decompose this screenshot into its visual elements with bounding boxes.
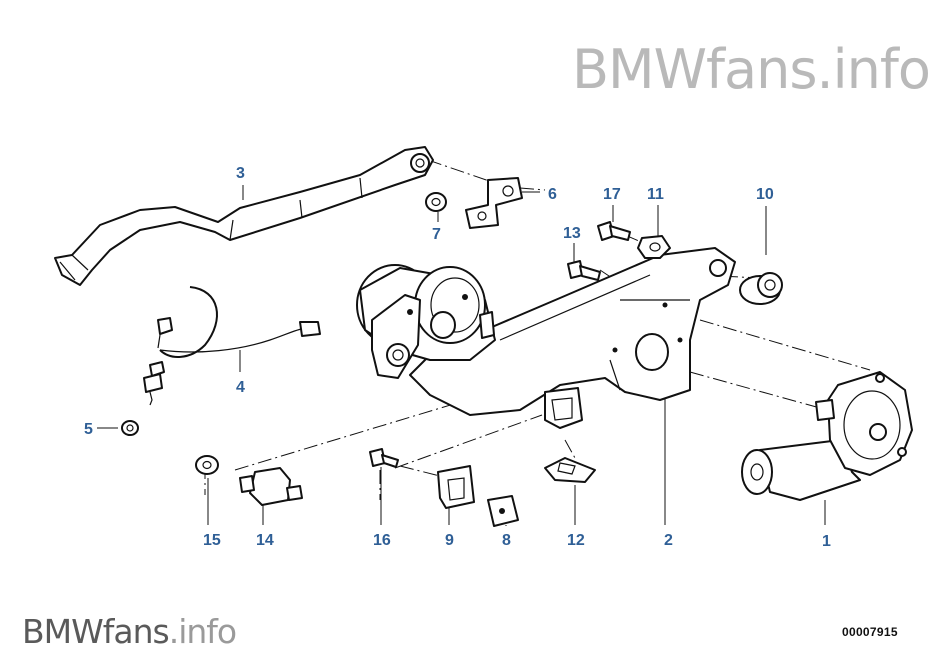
diagram-code: 00007915 <box>842 625 898 639</box>
callout-8: 8 <box>502 532 511 549</box>
callout-13: 13 <box>563 225 581 242</box>
part-9-clip <box>437 465 475 509</box>
part-4-cable <box>157 286 321 358</box>
callout-5: 5 <box>84 421 93 438</box>
callout-9: 9 <box>445 532 454 549</box>
part-1-motor <box>741 371 913 501</box>
callout-7: 7 <box>432 226 441 243</box>
part-15-nut <box>195 455 219 475</box>
part-12-clip <box>544 457 596 483</box>
callout-2: 2 <box>664 532 673 549</box>
callout-14: 14 <box>256 532 274 549</box>
callout-12: 12 <box>567 532 585 549</box>
watermark-top-suffix: .info <box>816 38 931 101</box>
part-5-bolt <box>121 361 165 436</box>
part-6-bracket <box>465 177 523 229</box>
callout-17: 17 <box>603 186 621 203</box>
callout-1: 1 <box>822 533 831 550</box>
part-8-clip <box>487 495 519 527</box>
callout-16: 16 <box>373 532 391 549</box>
part-14-buffer <box>239 467 303 506</box>
callout-4: 4 <box>236 379 245 396</box>
callout-6: 6 <box>548 186 557 203</box>
watermark-bottom: BMWfans.info <box>22 612 237 651</box>
callout-10: 10 <box>756 186 774 203</box>
part-7-bushing <box>425 192 447 212</box>
watermark-bottom-brand: BMWfans <box>22 612 170 651</box>
callout-3: 3 <box>236 165 245 182</box>
part-10-grommet <box>739 272 783 305</box>
watermark-top: BMWfans.info <box>572 38 931 101</box>
callout-15: 15 <box>203 532 221 549</box>
part-2-carrier <box>409 247 736 429</box>
watermark-bottom-suffix: .info <box>168 612 237 651</box>
part-16-bolt <box>369 448 399 468</box>
part-3-pedal-lever <box>54 146 434 286</box>
part-17-bolt <box>597 221 631 241</box>
callouts: 3 4 5 6 7 17 11 10 13 15 14 16 9 8 12 2 … <box>84 165 831 550</box>
callout-11: 11 <box>647 186 664 203</box>
pedal-mechanism <box>356 264 496 379</box>
watermark-top-brand: BMWfans <box>572 38 817 101</box>
part-11-nut <box>637 235 671 259</box>
leader-lines <box>97 185 826 526</box>
part-13-bolt <box>567 260 601 281</box>
